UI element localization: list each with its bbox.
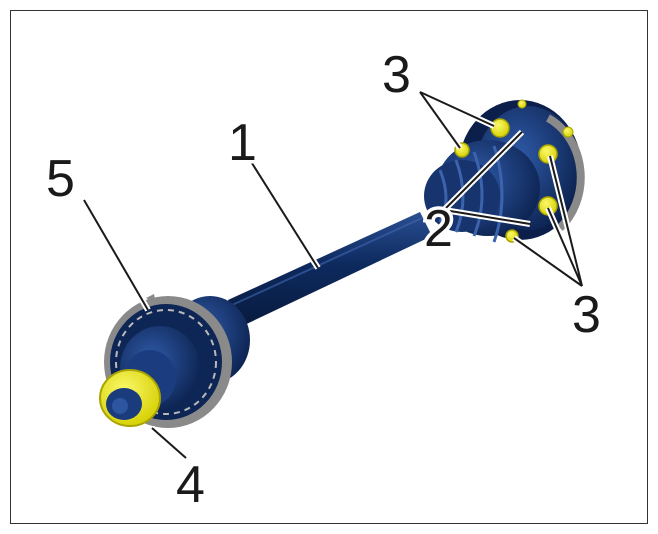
bolt-icon (517, 99, 527, 109)
leader-lines-ink (83, 91, 583, 459)
callout-ring: 5 (46, 150, 75, 208)
axle-nut (99, 369, 161, 427)
bolt-icon (562, 126, 574, 138)
bolt-icon (490, 118, 510, 138)
shaft (228, 212, 432, 328)
callout-shaft: 1 (228, 114, 257, 172)
figure-frame (10, 10, 648, 524)
callout-bolts-top: 3 (382, 46, 411, 104)
callout-boot-clamp: 2 (424, 200, 453, 258)
callout-nut: 4 (176, 456, 205, 514)
callout-bolts-bottom: 3 (572, 286, 601, 344)
